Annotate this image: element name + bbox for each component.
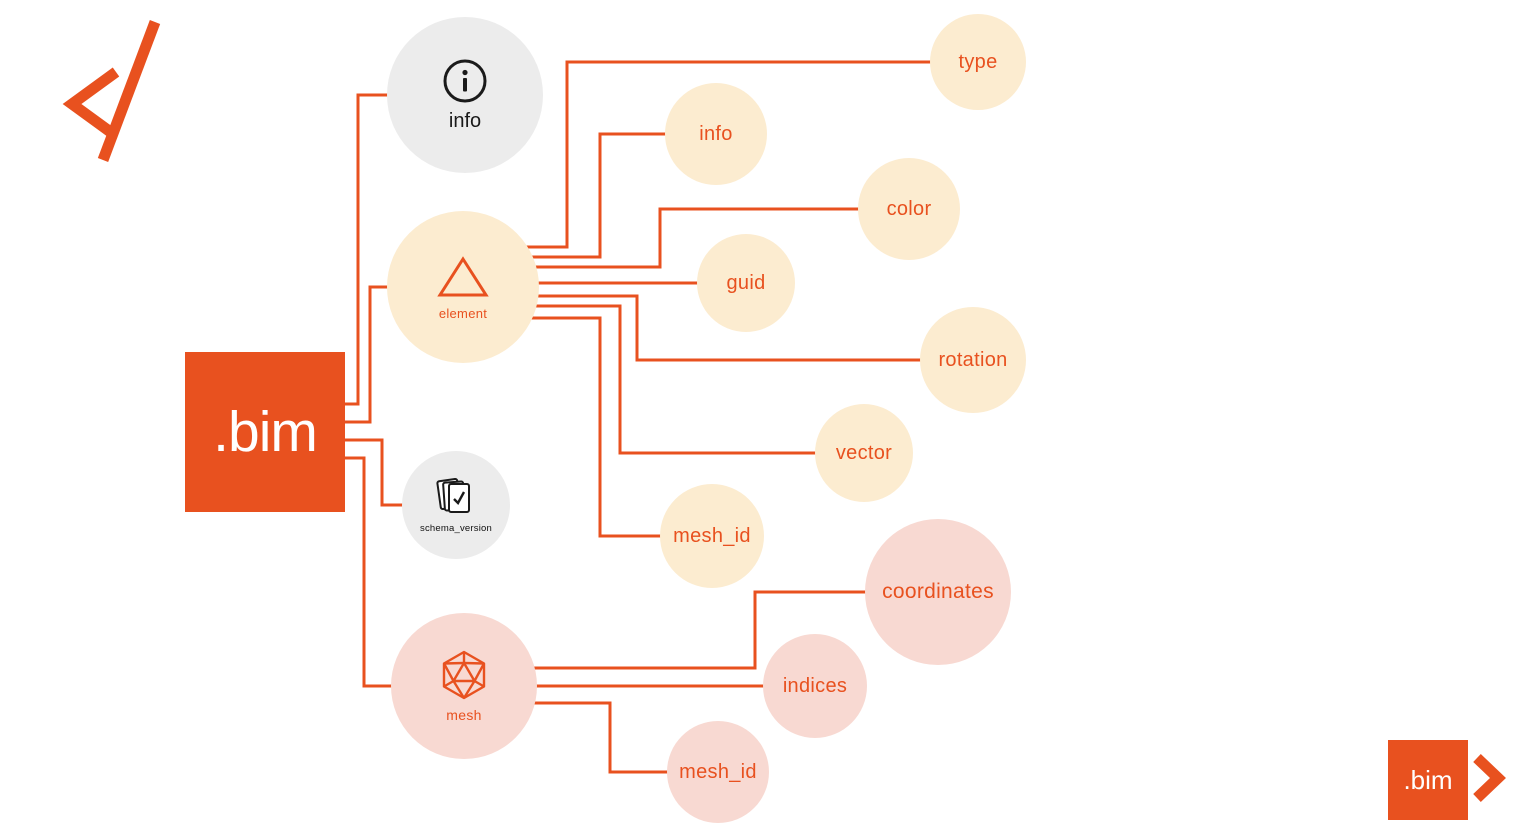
- code-slash-icon: [62, 20, 161, 162]
- node-mesh: mesh: [391, 613, 537, 759]
- wire-root-mesh: [345, 456, 393, 688]
- leaf-mesh-mesh-id: mesh_id: [667, 721, 769, 823]
- wire-mesh-mesh-id: [464, 701, 668, 774]
- leaf-element-mesh-id: mesh_id: [660, 484, 764, 588]
- leaf-info-label: info: [699, 122, 733, 145]
- node-mesh-label: mesh: [446, 707, 482, 723]
- code-slash-logo: [58, 14, 168, 171]
- leaf-type-label: type: [958, 50, 998, 73]
- leaf-type: type: [930, 14, 1026, 110]
- node-info-label: info: [448, 109, 482, 132]
- wire-root-schema-version: [345, 438, 404, 507]
- icosahedron-icon: [442, 650, 486, 700]
- leaf-rotation: rotation: [920, 307, 1026, 413]
- leaf-vector: vector: [815, 404, 913, 502]
- leaf-guid: guid: [697, 234, 795, 332]
- node-schema-version-label: schema_version: [420, 522, 492, 534]
- wire-mesh-coordinates: [464, 590, 866, 670]
- leaf-mesh-mesh-id-label: mesh_id: [679, 760, 757, 783]
- leaf-coordinates: coordinates: [865, 519, 1011, 665]
- root-node-bim: .bim: [185, 352, 345, 512]
- wire-root-element: [345, 285, 388, 424]
- documents-check-icon: [436, 477, 470, 513]
- leaf-element-mesh-id-label: mesh_id: [673, 524, 751, 547]
- node-element: element: [387, 211, 539, 363]
- leaf-color: color: [858, 158, 960, 260]
- leaf-vector-label: vector: [835, 441, 893, 464]
- leaf-info: info: [665, 83, 767, 185]
- wire-element-color: [463, 207, 859, 269]
- wire-root-info: [345, 93, 388, 406]
- bim-badge-label: .bim: [1403, 764, 1453, 795]
- leaf-indices: indices: [763, 634, 867, 738]
- leaf-indices-label: indices: [782, 674, 848, 697]
- wire-element-vector: [463, 304, 816, 455]
- leaf-color-label: color: [886, 197, 932, 220]
- leaf-coordinates-label: coordinates: [882, 580, 994, 603]
- triangle-icon: [437, 255, 489, 296]
- root-label: .bim: [213, 400, 318, 464]
- node-schema-version: schema_version: [402, 451, 510, 559]
- node-info: info: [387, 17, 543, 173]
- node-element-label: element: [438, 305, 488, 321]
- chevron-right-icon: [1472, 752, 1506, 809]
- leaf-rotation-label: rotation: [938, 348, 1008, 371]
- leaf-guid-label: guid: [726, 271, 766, 294]
- info-icon: [443, 59, 487, 102]
- wire-element-rotation: [463, 294, 921, 362]
- bim-badge: .bim: [1388, 740, 1468, 820]
